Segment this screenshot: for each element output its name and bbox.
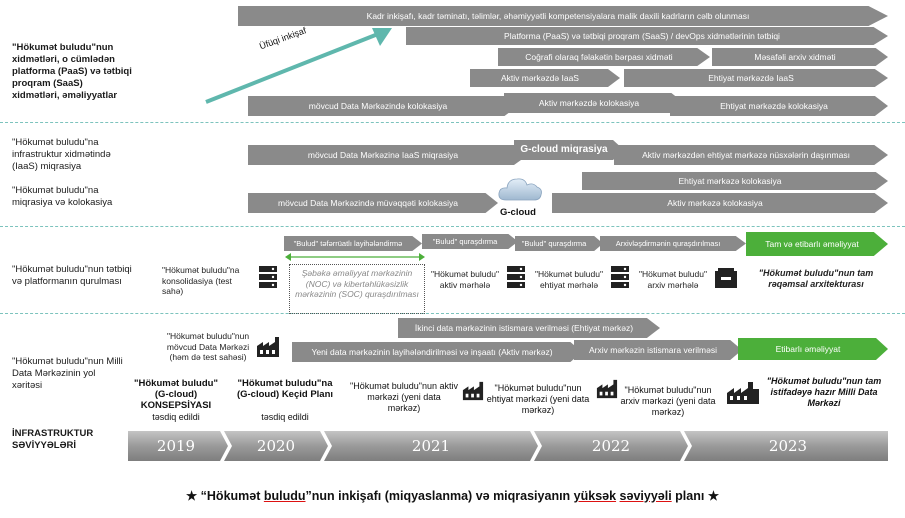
bracket-arrow [285, 253, 425, 261]
milestone-plan: "Hökumət buludu"na (G-cloud) Keçid Planı [236, 378, 334, 400]
separator-1 [0, 122, 905, 123]
arrow-active-iaas: Aktiv mərkəzdə IaaS [470, 69, 620, 87]
arrow-temporary-colocation: mövcud Data Mərkəzində müvəqqəti kolokas… [248, 193, 498, 213]
milestone-concept: "Hökumət buludu" (G-cloud) KONSEPSİYASI [134, 378, 218, 411]
note-noc-soc: Şəbəkə əməliyyat mərkəzinin (NOC) və kib… [289, 264, 425, 314]
arrow-existing-iaas-migration: mövcud Data Mərkəzinə IaaS miqrasiya [248, 145, 528, 165]
row-label-infra: İNFRASTRUKTUR SƏVİYYƏLƏRİ [12, 428, 94, 451]
milestone-concept-sub: təsdiq edildi [152, 412, 200, 422]
factory-icon [727, 382, 759, 404]
row-label-iaas: "Hökumət buludu"na infrastruktur xidməti… [12, 137, 111, 172]
page-title: ★ “Hökumət buludu”nun inkişafı (miqyasla… [185, 489, 720, 503]
server-icon [507, 266, 525, 288]
note-active-stage: "Hökumət buludu" aktiv mərhələ [431, 269, 499, 290]
star-icon: ★ [707, 489, 720, 503]
arrow-detailed-design: "Bulud" təfərrüatlı layihələndirmə [284, 236, 422, 251]
row-label-saas: "Hökumət buludu"nun xidmətləri, o cümləd… [12, 42, 132, 101]
note-active-center: "Hökumət buludu"nun aktiv mərkəzi (yeni … [350, 381, 458, 413]
arrow-gcloud-migration: G-cloud miqrasiya [514, 140, 624, 160]
gcloud-label: G-cloud [500, 207, 536, 218]
note-existing-dc: "Hökumət buludu"nun mövcud Data Mərkəzi … [166, 331, 250, 362]
separator-3 [0, 313, 905, 314]
arrow-reserve-colocation-2: Ehtiyat mərkəzə kolokasiya [582, 172, 888, 190]
row-label-platform: "Hökumət buludu"nun tətbiqi və platforma… [12, 264, 132, 287]
server-icon [259, 266, 277, 288]
arrow-archive-installation: Arxivləşdirmənin quraşdırılması [600, 236, 746, 251]
row-label-roadmap: "Hökumət buludu"nun Milli Data Mərkəzini… [12, 356, 123, 391]
milestone-plan-sub: təsdiq edildi [261, 412, 309, 422]
arrow-reserve-colocation: Ehtiyat mərkəzdə kolokasiya [670, 96, 888, 116]
arrow-archive-commissioning: Arxiv mərkəzin istismara verilməsi [574, 340, 742, 360]
arrow-installation-2: "Bulud" quraşdırma [515, 236, 603, 251]
cloud-icon [498, 178, 542, 201]
year-2019: 2019 [156, 437, 196, 455]
arrow-active-to-reserve-copies: Aktiv mərkəzdən ehtiyat mərkəzə nüsxələr… [614, 145, 888, 165]
year-2022: 2022 [591, 437, 631, 455]
timeline-bar [128, 431, 888, 461]
note-reserve-center: "Hökumət buludu"nun ehtiyat mərkəzi (yen… [486, 383, 590, 415]
arrow-active-colocation: Aktiv mərkəzdə kolokasiya [504, 93, 684, 113]
arrow-paas-saas: Platforma (PaaS) və tətbiqi proqram (Saa… [406, 27, 888, 45]
factory-icon [596, 379, 618, 399]
arrow-new-dc-construction: Yeni data mərkəzinin layihələndirilməsi … [292, 342, 582, 362]
arrow-second-dc: İkinci data mərkəzinin istismara verilmə… [398, 318, 660, 338]
arrow-active-colocation-2: Aktiv mərkəzə kolokasiya [552, 193, 888, 213]
year-2021: 2021 [411, 437, 451, 455]
note-archive-center: "Hökumət buludu"nun arxiv mərkəzi (yeni … [620, 385, 716, 417]
note-consolidation: "Hökumət buludu"na konsolidasiya (test s… [162, 265, 240, 296]
note-reserve-stage: "Hökumət buludu" ehtiyat mərhələ [535, 269, 603, 290]
row-label-colo: "Hökumət buludu"na miqrasiya və kolokasi… [12, 185, 113, 208]
note-ready-dc: "Hökumət buludu"nun tam istifadəyə hazır… [766, 376, 882, 408]
star-icon: ★ [185, 489, 198, 503]
timeline: 2019 2020 2021 2022 2023 [128, 431, 888, 461]
factory-icon [257, 337, 279, 357]
note-full-architecture: "Hökumət buludu"nun tam rəqəmsal arxitek… [758, 268, 874, 289]
arrow-reliable-operation: Etibarlı əməliyyat [738, 338, 888, 360]
year-2023: 2023 [768, 437, 808, 455]
note-archive-stage: "Hökumət buludu" arxiv mərhələ [639, 269, 707, 290]
arrow-installation-1: "Bulud" quraşdırma [422, 234, 518, 249]
factory-icon [462, 381, 484, 401]
year-2020: 2020 [256, 437, 296, 455]
arrow-staff-development: Kadr inkişafı, kadr təminatı, təlimlər, … [238, 6, 888, 26]
arrow-existing-colocation: mövcud Data Mərkəzində kolokasiya [248, 96, 518, 116]
arrow-remote-archive: Məsafəli arxiv xidməti [712, 48, 888, 66]
separator-2 [0, 226, 905, 227]
arrow-disaster-recovery: Coğrafi olaraq fəlakətin bərpası xidməti [498, 48, 710, 66]
arrow-full-operation: Tam və etibarlı əməliyyat [746, 232, 888, 256]
archive-box-icon [715, 268, 737, 288]
arrow-reserve-iaas: Ehtiyat mərkəzdə IaaS [624, 69, 888, 87]
server-icon [611, 266, 629, 288]
growth-arrow [205, 28, 392, 104]
